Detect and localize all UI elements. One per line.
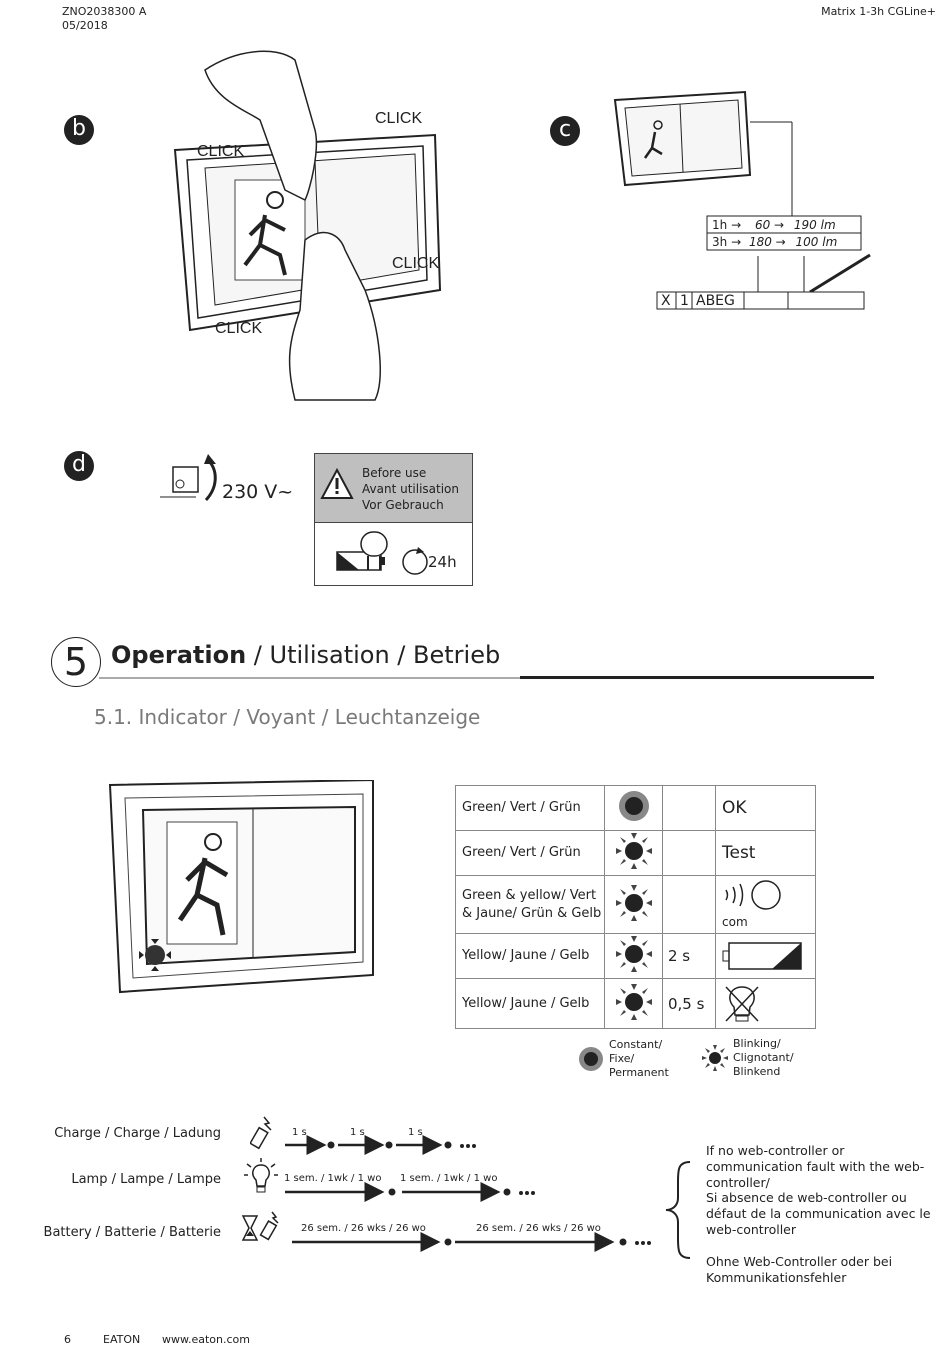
- sequence-label-battery: Battery / Batterie / Batterie: [43, 1225, 221, 1240]
- config-3h: 3h: [712, 235, 728, 249]
- note-de: Ohne Web-Controller oder bei Kommunikati…: [706, 1254, 893, 1285]
- sequence-timeline: [285, 1135, 651, 1252]
- page-number: 6: [64, 1333, 71, 1346]
- indicator-state-com: com: [722, 914, 748, 929]
- doc-date: 05/2018: [62, 19, 108, 32]
- duration-label: 24h: [428, 553, 457, 571]
- step-b-illustration: [173, 50, 442, 401]
- indicator-table: Green/ Vert / Grün OK Green/ Vert / Grün…: [455, 785, 816, 1029]
- interval-label: 1 sem. / 1wk / 1 wo: [284, 1173, 382, 1184]
- click-label-4: CLICK: [215, 320, 263, 337]
- config-1h: 1h: [712, 218, 728, 232]
- indicator-time: [662, 875, 716, 934]
- note-en: If no web-controller or communication fa…: [706, 1143, 925, 1190]
- interval-label: 1 s: [350, 1127, 365, 1138]
- warning-header: Before use Avant utilisation Vor Gebrauc…: [315, 454, 472, 523]
- table-row: Green/ Vert / Grün Test: [455, 830, 816, 876]
- doc-code: ZNO2038300 A: [62, 5, 147, 18]
- warning-line-fr: Avant utilisation: [362, 482, 459, 496]
- footer-url[interactable]: www.eaton.com: [162, 1333, 250, 1346]
- led-blinking-icon: [615, 833, 652, 869]
- luminaire-led-icon: [139, 939, 171, 971]
- click-label-2: CLICK: [375, 110, 423, 127]
- config-3h-min: 180: [748, 235, 772, 249]
- section-title-bold: Operation: [111, 641, 247, 669]
- table-row: Yellow/ Jaune / Gelb 0,5 s: [455, 978, 816, 1029]
- config-row-2: 3h → 180 → 100 lm: [712, 235, 838, 249]
- legend-blinking-icon: [702, 1045, 728, 1071]
- legend-constant-icon: [579, 1047, 603, 1071]
- indicator-state: Test: [715, 830, 816, 876]
- indicator-color: Green/ Vert / Grün: [455, 830, 605, 876]
- table-row: Green & yellow/ Vert & Jaune/ Grün & Gel…: [455, 875, 816, 934]
- sequence-label-lamp: Lamp / Lampe / Lampe: [71, 1172, 221, 1187]
- legend-constant-label: Constant/ Fixe/ Permanent: [609, 1038, 669, 1079]
- click-label-3: CLICK: [392, 255, 440, 272]
- interval-label: 1 sem. / 1wk / 1 wo: [400, 1173, 498, 1184]
- legend-blinking-label: Blinking/ Clignotant/ Blinkend: [733, 1037, 794, 1078]
- indicator-time: [662, 785, 716, 831]
- battery-charge-icon: [250, 1116, 272, 1150]
- lamp-icon: [244, 1158, 278, 1193]
- indicator-time: 0,5 s: [662, 978, 716, 1029]
- step-c-illustration: [613, 90, 871, 310]
- table-row: Yellow/ Jaune / Gelb 2 s: [455, 933, 816, 979]
- section-rule-black: [520, 676, 874, 679]
- footer-brand: EATON: [103, 1333, 141, 1346]
- config-row-1: 1h → 60 → 190 lm: [712, 218, 836, 232]
- interval-label: 26 sem. / 26 wks / 26 wo: [301, 1223, 426, 1234]
- indicator-color: Green & yellow/ Vert & Jaune/ Grün & Gel…: [455, 875, 605, 934]
- communication-icon: [725, 879, 781, 910]
- curly-brace-icon: [665, 1161, 691, 1259]
- interval-label: 26 sem. / 26 wks / 26 wo: [476, 1223, 601, 1234]
- step-d-badge: d: [64, 451, 94, 481]
- step-c-badge: c: [550, 116, 580, 146]
- indicator-time: [662, 830, 716, 876]
- code-cell-abeg: ABEG: [696, 293, 735, 309]
- indicator-color: Yellow/ Jaune / Gelb: [455, 933, 605, 979]
- step-b-badge: b: [64, 115, 94, 145]
- section-number: 5: [51, 637, 101, 687]
- product-name: Matrix 1-3h CGLine+: [821, 5, 936, 18]
- interval-label: 1 s: [408, 1127, 423, 1138]
- section-title: Operation / Utilisation / Betrieb: [111, 641, 500, 669]
- timer-icon: [402, 547, 428, 575]
- battery-fault-icon: [722, 942, 802, 970]
- indicator-time: 2 s: [662, 933, 716, 979]
- warning-icon: [320, 468, 354, 499]
- hourglass-battery-icon: [241, 1211, 279, 1241]
- connector-icon: [160, 454, 217, 502]
- code-cell-x: X: [661, 293, 671, 309]
- led-blinking-icon: [615, 936, 652, 972]
- config-3h-lm: 100 lm: [795, 235, 838, 249]
- luminaire-illustration: [108, 780, 374, 994]
- table-row: Green/ Vert / Grün OK: [455, 785, 816, 831]
- note-fr: Si absence de web-controller ou défaut d…: [706, 1190, 931, 1237]
- voltage-label: 230 V~: [222, 481, 294, 503]
- config-1h-lm: 190 lm: [793, 218, 836, 232]
- section-title-rest: / Utilisation / Betrieb: [246, 641, 501, 669]
- warning-line-de: Vor Gebrauch: [362, 498, 444, 512]
- led-blinking-icon: [615, 983, 652, 1020]
- config-1h-min: 60: [754, 218, 771, 232]
- indicator-state: OK: [715, 785, 816, 831]
- subsection-title: 5.1. Indicator / Voyant / Leuchtanzeige: [94, 705, 481, 729]
- lamp-fault-icon: [725, 985, 759, 1022]
- click-label-1: CLICK: [197, 143, 245, 160]
- section-rule-grey: [99, 677, 520, 679]
- sequence-label-charge: Charge / Charge / Ladung: [54, 1126, 221, 1141]
- led-blinking-icon: [615, 884, 652, 921]
- indicator-color: Yellow/ Jaune / Gelb: [455, 978, 605, 1029]
- led-constant-icon: [618, 791, 649, 821]
- warning-panel: Before use Avant utilisation Vor Gebrauc…: [314, 453, 473, 586]
- interval-label: 1 s: [292, 1127, 307, 1138]
- charging-plug-icon: [336, 531, 388, 571]
- warning-line-en: Before use: [362, 466, 427, 480]
- indicator-color: Green/ Vert / Grün: [455, 785, 605, 831]
- code-cell-1: 1: [680, 293, 689, 309]
